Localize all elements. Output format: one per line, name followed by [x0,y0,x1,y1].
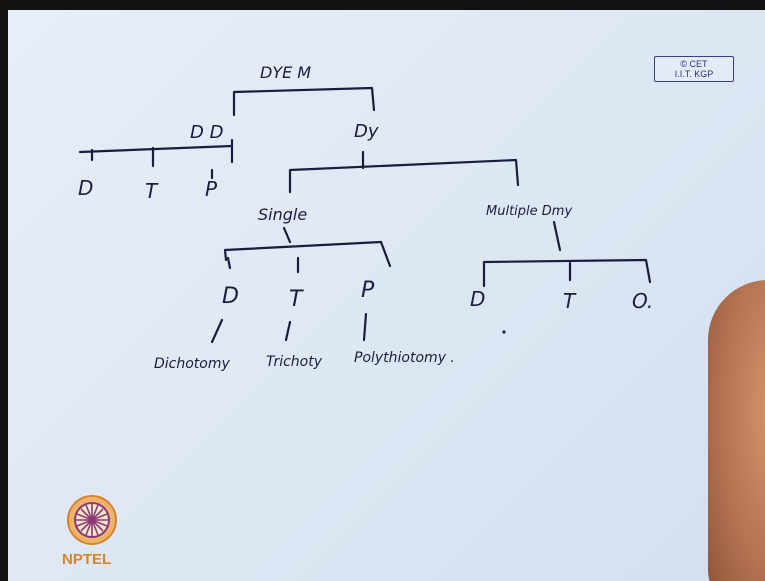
multiple-child-t: T [563,289,577,313]
term-connector-polytomy [364,314,366,340]
right-branch-bar [290,160,518,192]
left-child-p: P [205,177,218,201]
whiteboard: DYE M D D D T P Dy Single Multiple Dmy D… [8,10,765,581]
nptel-logo: NPTEL [60,488,130,570]
left-child-d: D [78,176,93,200]
ink-dot [502,330,505,333]
multiple-child-d: D [470,287,485,311]
single-child-d: D [222,284,239,309]
single-bar [225,242,390,266]
single-child-tick-d [228,258,230,268]
logo-text: NPTEL [62,551,111,568]
single-tick [284,228,290,242]
multiple-tick [554,222,560,250]
term-trichotomy: Trichoty [266,354,323,370]
root-label: DYE M [260,63,311,82]
single-child-t: T [289,287,304,312]
single-child-p: P [361,278,375,303]
multiple-bar [484,260,650,286]
top-border [0,0,765,10]
presenter-hand [708,280,765,581]
root-connector [234,88,374,115]
badge-line1: © CET [655,59,733,69]
multiple-child-o: O. [632,289,653,313]
left-branch-bar [80,146,232,152]
term-polytomy: Polythiotomy . [354,350,455,366]
right-branch-label: Dy [354,121,379,142]
term-dichotomy: Dichotomy [154,356,230,372]
badge-line2: I.I.T. KGP [655,69,733,79]
left-branch-label: D D [190,122,223,143]
term-connector-trichotomy [286,322,290,340]
left-child-t: T [145,179,159,203]
term-connector-dichotomy [212,320,222,342]
nptel-logo-graphic: NPTEL [60,488,130,570]
multiple-label: Multiple Dmy [486,204,572,219]
cet-badge: © CET I.I.T. KGP [654,56,734,82]
single-label: Single [258,205,307,224]
left-border [0,0,8,581]
